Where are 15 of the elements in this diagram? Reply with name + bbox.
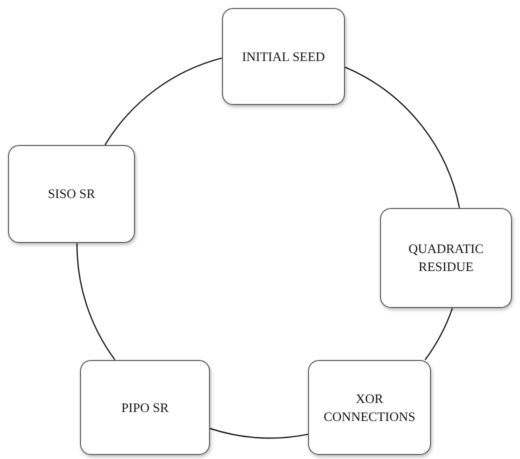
connector-arc [210, 428, 308, 438]
box-label: QUADRATIC RESIDUE [407, 240, 485, 276]
box-label: INITIAL SEED [242, 48, 325, 66]
connector-arc [76, 243, 116, 360]
process-box [8, 145, 135, 243]
box-label: PIPO SR [121, 398, 169, 416]
connector-arc [424, 308, 453, 360]
box-label: SISO SR [48, 185, 96, 203]
process-box [222, 8, 345, 105]
process-box [308, 360, 431, 455]
connector-arc [104, 58, 222, 146]
box-label: XOR CONNECTIONS [322, 390, 416, 426]
process-box [380, 208, 512, 308]
connector-arc [344, 66, 460, 208]
process-box [80, 360, 210, 455]
